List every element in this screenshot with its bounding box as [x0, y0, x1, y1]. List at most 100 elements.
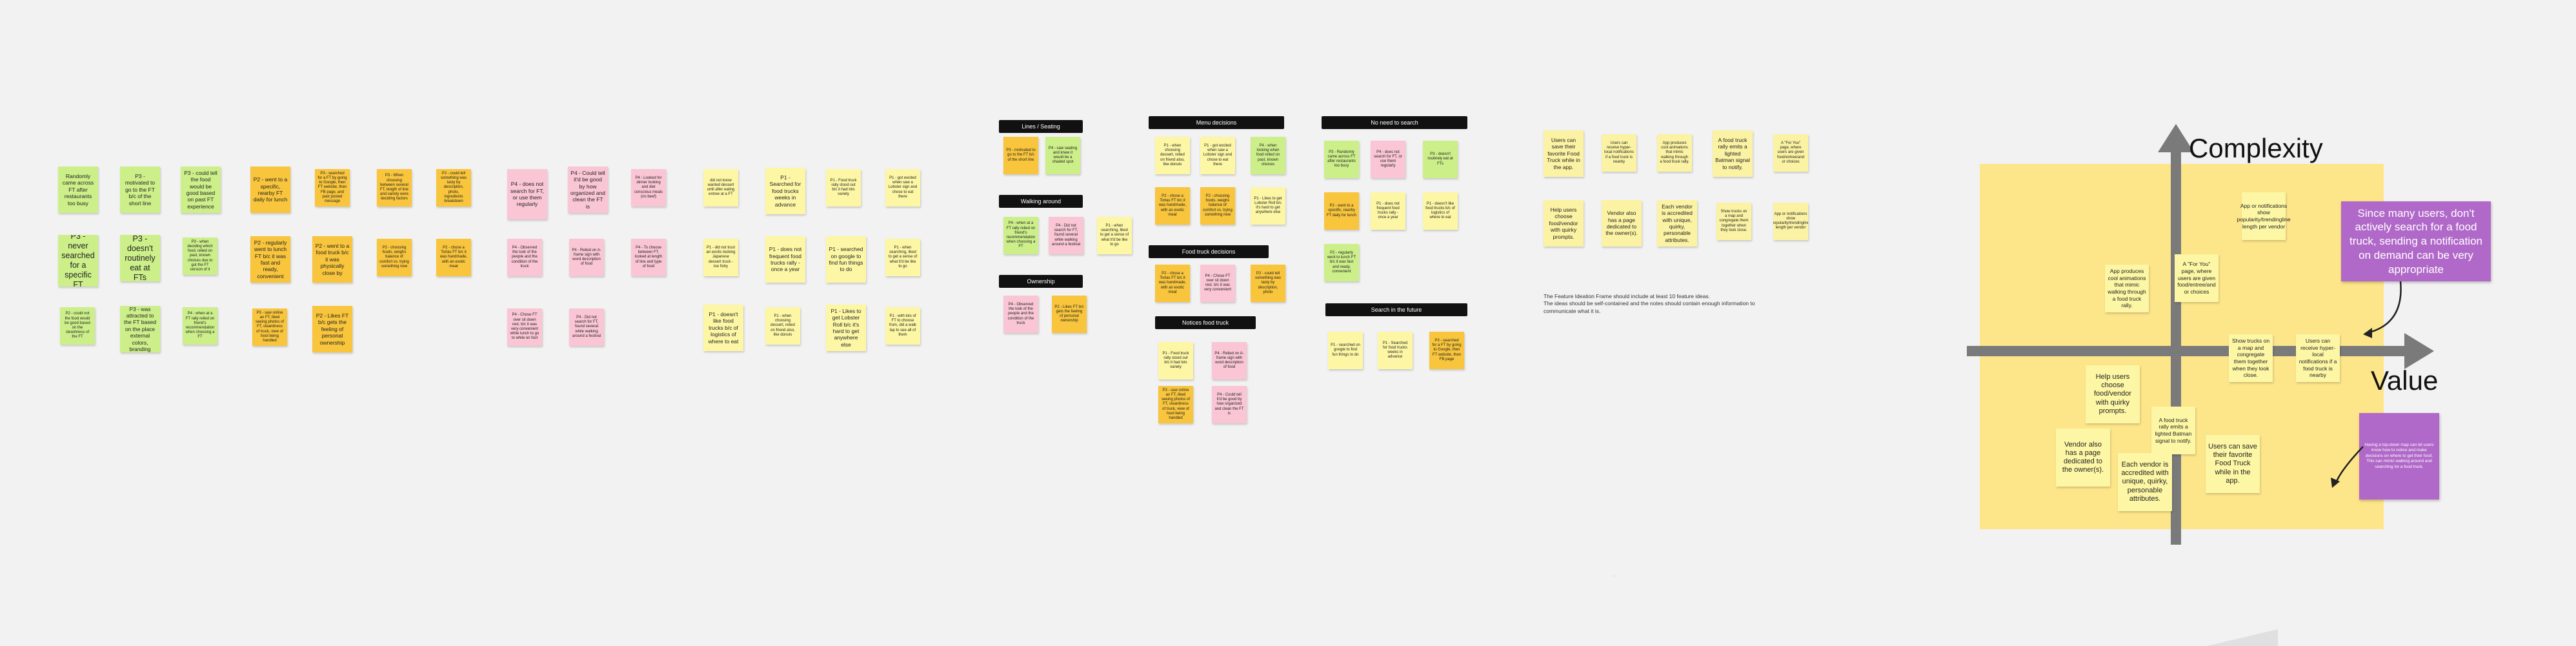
sticky-note[interactable]: P3 - doesn't routinely eat at FTs	[1423, 141, 1458, 178]
insight-callout[interactable]: Since many users, don't actively search …	[2341, 201, 2491, 281]
sticky-note[interactable]: P4 - Could tell it'd be good by how orga…	[568, 167, 608, 213]
group-header[interactable]: Ownership	[999, 275, 1083, 288]
group-header[interactable]: No need to search	[1322, 116, 1467, 129]
sticky-note[interactable]: P1 - Food truck rally stood out b/c it h…	[826, 169, 861, 207]
matrix-sticky-note[interactable]: Users can save their favorite Food Truck…	[2206, 435, 2260, 493]
sticky-note[interactable]: P3 - doesn't routinely eat at FTs	[120, 235, 160, 281]
matrix-sticky-note[interactable]: App produces cool animations that mimic …	[2105, 265, 2149, 312]
matrix-sticky-note[interactable]: Each vendor is accredited with unique, q…	[2118, 453, 2172, 511]
sticky-note[interactable]: P2 - went to a specific, nearby FT daily…	[250, 167, 290, 213]
sticky-note[interactable]: P2 - went to a specific, nearby FT daily…	[1324, 192, 1359, 230]
sticky-note[interactable]: P4 - does not search for FT, or use them…	[507, 169, 547, 219]
sticky-note[interactable]: P4 - saw seating and knew it would be a …	[1045, 137, 1080, 174]
sticky-note[interactable]: P4 - does not search for FT, or use them…	[1371, 141, 1405, 178]
sticky-note[interactable]: P4 - Observed the look of the people and…	[507, 239, 542, 276]
sticky-note[interactable]: P1 - Searched for food trucks weeks in a…	[1378, 332, 1413, 369]
sticky-note[interactable]: Users can save their favorite Food Truck…	[1544, 130, 1584, 177]
sticky-note[interactable]: Help users choose food/vendor with quirk…	[1544, 200, 1584, 247]
sticky-note[interactable]: A food truck rally emits a lighted Batma…	[1713, 130, 1753, 177]
sticky-note[interactable]: P3 - motivated to go to the FT b/c of th…	[120, 167, 160, 213]
sticky-note[interactable]: P4 - Did not search for FT, found severa…	[1049, 217, 1083, 254]
sticky-note[interactable]: P3 - searched for a FT by going to Googl…	[315, 169, 350, 207]
sticky-note[interactable]: App produces cool animations that mimic …	[1657, 134, 1692, 172]
sticky-note[interactable]: P1 - Food truck rally stood out b/c it h…	[1158, 342, 1193, 379]
sticky-note[interactable]: P3 - motivated to go to the FT b/c of th…	[1003, 137, 1038, 174]
sticky-note[interactable]: P1 - with lots of FT to choose from, did…	[885, 307, 920, 345]
sticky-note[interactable]: P2 - Likes FT b/c gets the feeling of pe…	[1052, 296, 1087, 333]
sticky-note[interactable]: P1 - got excited when saw a Lobster sign…	[1200, 137, 1235, 174]
sticky-note[interactable]: P3 - when deciding which food, relied on…	[183, 237, 217, 275]
sticky-note[interactable]: P2 - chose a Tortas FT b/c it was handma…	[1155, 265, 1190, 302]
group-header[interactable]: Search in the future	[1325, 303, 1467, 316]
sticky-note[interactable]: P1 - got excited when saw a Lobster sign…	[885, 169, 920, 207]
sticky-note[interactable]: P3 - Randomly came across FT after resta…	[1324, 141, 1359, 178]
sticky-note[interactable]: A "For You" page, where users are given …	[1773, 134, 1808, 172]
sticky-note[interactable]: P1 - doesn't like food trucks b/c of log…	[703, 305, 743, 351]
sticky-note[interactable]: P3 - saw online an FT, liked seeing phot…	[1158, 386, 1193, 423]
sticky-note[interactable]: P4 - Did not search for FT, found severa…	[569, 308, 604, 346]
sticky-note[interactable]: P1 - when searching, liked to get a sens…	[1097, 217, 1132, 254]
sticky-note[interactable]: P2 - could not the food would be good ba…	[60, 307, 95, 345]
sticky-note[interactable]: Show trucks on a map and congregate them…	[1716, 203, 1751, 240]
sticky-note[interactable]: P2 - regularly went to lunch FT b/c it w…	[250, 236, 290, 283]
sticky-note[interactable]: Each vendor is accredited with unique, q…	[1657, 200, 1697, 247]
sticky-note[interactable]: P4 - when looking when food relied on pa…	[1251, 137, 1285, 174]
sticky-note[interactable]: P3 - When choosing between several FT, l…	[377, 169, 412, 207]
sticky-note[interactable]: P1 - doesn't like food trucks b/c of log…	[1423, 192, 1458, 230]
sticky-note[interactable]: P1 - when searching, liked to get a sens…	[885, 239, 920, 276]
sticky-note[interactable]: P3 - was attracted to the FT based on th…	[120, 306, 160, 352]
group-header[interactable]: Walking around	[999, 195, 1083, 208]
sticky-note[interactable]: P4 - when at a FT rally relied on friend…	[1003, 217, 1038, 254]
sticky-note[interactable]: P3 - never searched for a specific FT	[58, 235, 98, 287]
sticky-note[interactable]: P4 - Could tell it'd be good by how orga…	[1212, 386, 1247, 423]
sticky-note[interactable]: P3 - could tell the food would be good b…	[181, 167, 221, 213]
matrix-sticky-note[interactable]: A food truck rally emits a lighted Batma…	[2151, 407, 2195, 454]
sticky-note[interactable]: P1 - did not trust an exotic-looking Jap…	[703, 239, 738, 276]
matrix-sticky-note[interactable]: Users can receive hyper-local notificati…	[2296, 334, 2340, 382]
sticky-note[interactable]: P1 - Searched for food trucks weeks in a…	[765, 168, 805, 214]
insight-callout-secondary[interactable]: Having a top-down map can let users know…	[2359, 413, 2439, 500]
group-header[interactable]: Lines / Seating	[999, 120, 1083, 133]
sticky-note[interactable]: P2 - choosing foods, weighs balance of c…	[1200, 187, 1235, 225]
group-header[interactable]: Menu decisions	[1149, 116, 1284, 129]
sticky-note[interactable]: P2 - choosing foods, weighs balance of c…	[377, 239, 412, 276]
matrix-sticky-note[interactable]: Help users choose food/vendor with quirk…	[2086, 365, 2140, 423]
sticky-note[interactable]: P2 - chose a Tortas FT b/c it was handma…	[1155, 187, 1190, 225]
sticky-note[interactable]: P2 - went to a food truck b/c it was phy…	[312, 236, 352, 283]
sticky-note[interactable]: P3 - searched for a FT by going to Googl…	[1429, 332, 1464, 369]
sticky-note[interactable]: P2 - Likes FT b/c gets the feeling of pe…	[312, 306, 352, 352]
sticky-note[interactable]: P2 - could tell something was tasty by d…	[1251, 265, 1285, 302]
sticky-note[interactable]: P1 - when choosing dessert, relied on fr…	[765, 307, 800, 345]
sticky-note[interactable]: P4 - Looked for dinner looking and diet …	[631, 169, 666, 207]
sticky-note[interactable]: P4 - Observed the look of the people and…	[1003, 296, 1038, 333]
sticky-note[interactable]: Users can receive hyper-local notificati…	[1602, 134, 1636, 172]
sticky-note[interactable]: P4 - Chose FT over sit down rest. b/c it…	[1200, 265, 1235, 302]
sticky-note[interactable]: Vendor also has a page dedicated to the …	[1602, 200, 1642, 247]
sticky-note[interactable]: P1 - searched on google to find fun thin…	[826, 236, 866, 283]
group-header[interactable]: Notices food truck	[1155, 316, 1256, 329]
sticky-note[interactable]: P3 - saw online an FT, liked seeing phot…	[252, 308, 287, 346]
matrix-sticky-note[interactable]: Show trucks on a map and congregate them…	[2229, 334, 2273, 382]
matrix-sticky-note[interactable]: App or notifications show popularity/tre…	[2237, 192, 2291, 240]
sticky-note[interactable]: P2 - regularly went to lunch FT b/c it w…	[1324, 244, 1359, 281]
sticky-note[interactable]: P4 - Relied on A-frame sign with word de…	[569, 239, 604, 276]
sticky-note[interactable]: P4 - To choose between FT, looked at len…	[631, 239, 666, 276]
sticky-note[interactable]: P1 - does not frequent food trucks rally…	[765, 236, 805, 283]
sticky-note[interactable]: did not know wanted dessert until after …	[703, 169, 738, 207]
sticky-note[interactable]: P4 - Relied on A-frame sign with word de…	[1212, 342, 1247, 379]
sticky-note[interactable]: P2 - could tell something was tasty by d…	[436, 169, 471, 207]
group-header[interactable]: Food truck decisions	[1149, 245, 1269, 258]
sticky-note[interactable]: P4 - when at a FT rally relied on friend…	[183, 307, 217, 345]
sticky-note[interactable]: P1 - does not frequent food trucks rally…	[1371, 192, 1405, 230]
sticky-note[interactable]: P1 - when choosing dessert, relied on fr…	[1155, 137, 1190, 174]
matrix-sticky-note[interactable]: A "For You" page, where users are given …	[2175, 254, 2219, 302]
sticky-note[interactable]: P1 - searched on google to find fun thin…	[1328, 332, 1363, 369]
sticky-note[interactable]: Randomly came across FT after restaurant…	[58, 167, 98, 213]
sticky-note[interactable]: P1 - Likes to get Lobster Roll b/c it's …	[1251, 187, 1285, 225]
sticky-note[interactable]: P1 - Likes to get Lobster Roll b/c it's …	[826, 305, 866, 351]
sticky-note[interactable]: App or notifications show popularity/tre…	[1773, 203, 1808, 240]
sticky-note[interactable]: P4 - Chose FT over sit down rest. b/c it…	[507, 308, 542, 346]
matrix-sticky-note[interactable]: Vendor also has a page dedicated to the …	[2056, 429, 2110, 487]
sticky-note[interactable]: P2 - chose a Tortas FT b/c it was handma…	[436, 239, 471, 276]
